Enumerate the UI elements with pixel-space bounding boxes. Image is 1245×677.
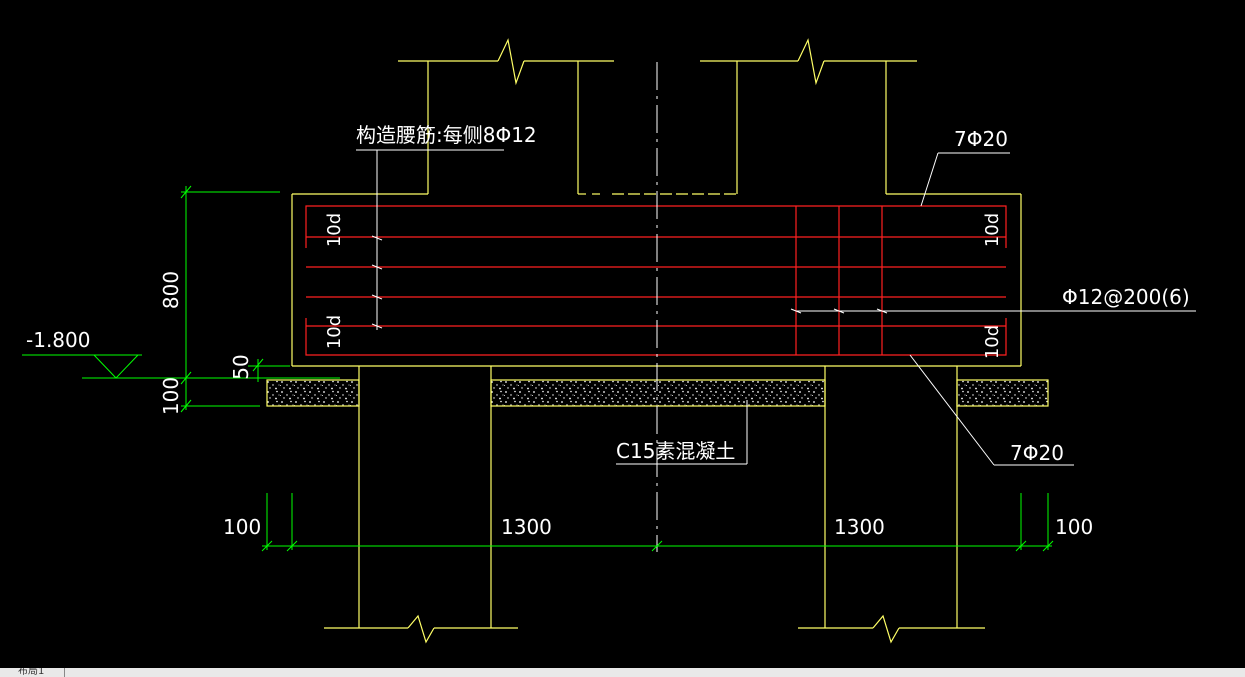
anchor-length-top-left: 10d [324, 213, 345, 247]
anchor-length-top-right: 10d [982, 213, 1003, 247]
left-edge-dimension: 100 [223, 515, 261, 539]
horizontal-dimensions [261, 493, 1054, 552]
annotation-leaders [356, 149, 1196, 466]
beam-height-dimension: 800 [159, 271, 183, 309]
cushion-label: C15素混凝土 [616, 439, 735, 463]
layout-tab[interactable]: 布局1 [18, 668, 45, 677]
stirrup-label: Φ12@200(6) [1062, 285, 1190, 309]
layout-status-bar: 布局1 [0, 668, 1245, 677]
embed-depth-dimension: 50 [229, 354, 253, 379]
left-span-dimension: 1300 [501, 515, 552, 539]
elevation-marker [22, 354, 340, 379]
vertical-dimensions [180, 185, 290, 413]
cushion-thickness-dimension: 100 [159, 377, 183, 415]
bottom-rebar-label: 7Φ20 [1010, 441, 1064, 465]
right-edge-dimension: 100 [1055, 515, 1093, 539]
beam-rebar [305, 205, 1007, 356]
beam-outline [291, 193, 1022, 367]
lower-right-pile [798, 365, 985, 644]
upper-left-column [398, 38, 614, 194]
anchor-length-bottom-left: 10d [324, 315, 345, 349]
tab-separator [64, 668, 65, 677]
anchor-length-bottom-right: 10d [982, 325, 1003, 359]
c15-concrete-cushion [266, 379, 1049, 407]
lower-left-pile [324, 365, 518, 644]
right-span-dimension: 1300 [834, 515, 885, 539]
top-rebar-label: 7Φ20 [954, 127, 1008, 151]
upper-right-column [700, 38, 917, 194]
waist-rebar-label: 构造腰筋:每侧8Φ12 [356, 123, 537, 147]
elevation-label: -1.800 [26, 328, 90, 352]
